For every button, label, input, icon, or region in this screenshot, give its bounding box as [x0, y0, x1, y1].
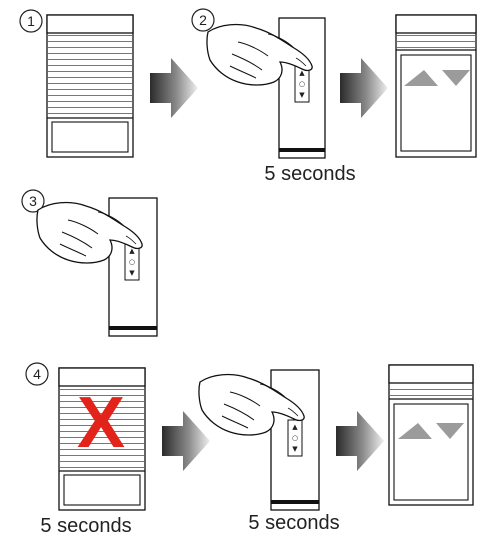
blind-window-raised: [388, 364, 474, 506]
step-number-circle: [191, 8, 215, 32]
up-triangle-icon: [404, 70, 438, 86]
next-step-arrow: [336, 411, 384, 471]
step-number-circle: [19, 9, 43, 33]
step-number-label: 4: [33, 366, 41, 382]
down-button: ▼: [292, 445, 298, 453]
up-button: ▲: [292, 423, 298, 431]
step-number-circle: [25, 362, 49, 386]
remote-control: ▲ ○ ▼: [270, 369, 320, 511]
cancel-cross-icon: X: [77, 383, 125, 463]
step-1: 1: [19, 9, 134, 158]
step-number-label: 1: [27, 13, 35, 29]
remote-control: ▲ ○ ▼: [278, 17, 326, 159]
down-triangle-icon: [442, 70, 470, 86]
down-button: ▼: [129, 269, 135, 277]
next-step-arrow: [162, 411, 210, 471]
stop-button: ○: [292, 434, 298, 442]
step-2: 2 ▲ ○ ▼ 5 seconds: [191, 8, 356, 185]
duration-caption: 5 seconds: [248, 512, 339, 534]
next-step-arrow: [150, 58, 198, 118]
remote-control: ▲ ○ ▼: [108, 197, 158, 337]
up-triangle-icon: [398, 423, 432, 439]
blind-window: [46, 14, 134, 158]
step-number-label: 2: [199, 12, 207, 28]
blind-window-raised: [395, 14, 477, 158]
stop-button: ○: [299, 80, 305, 88]
step-4-remote: ▲ ○ ▼ 5 seconds: [198, 369, 340, 534]
up-button: ▲: [129, 247, 135, 255]
duration-caption: 5 seconds: [40, 515, 131, 537]
up-button: ▲: [299, 69, 305, 77]
duration-caption: 5 seconds: [264, 163, 355, 185]
step-4: 4 X 5 seconds: [25, 362, 146, 537]
step-number-label: 3: [29, 193, 37, 209]
stop-button: ○: [129, 258, 135, 266]
blind-window-lowered: X: [58, 367, 146, 511]
next-step-arrow: [340, 58, 388, 118]
step-3: 3 ▲ ○ ▼: [21, 189, 158, 337]
down-triangle-icon: [436, 423, 464, 439]
step-number-circle: [21, 189, 45, 213]
down-button: ▼: [299, 91, 305, 99]
